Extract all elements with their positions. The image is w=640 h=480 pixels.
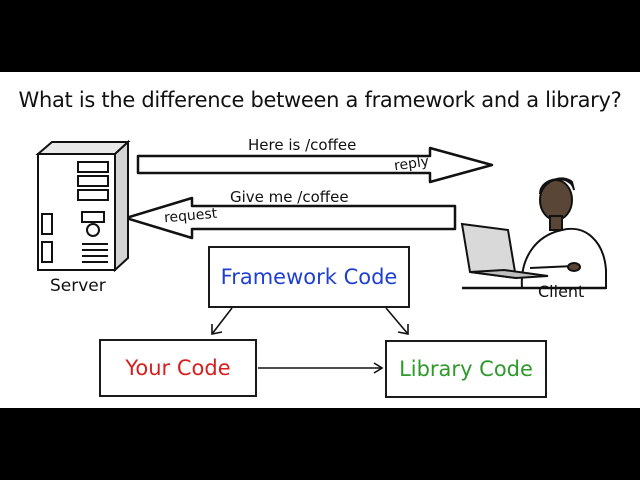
- library-code-box: Library Code: [385, 340, 547, 398]
- letterbox-bottom: [0, 408, 640, 480]
- your-code-box: Your Code: [99, 339, 257, 397]
- framework-code-label: Framework Code: [220, 265, 398, 289]
- framework-to-library-arrow: [385, 307, 409, 335]
- server-icon: [35, 139, 131, 273]
- library-code-label: Library Code: [399, 357, 533, 381]
- laptop-icon: [460, 222, 549, 280]
- your-code-to-library-arrow: [258, 362, 384, 374]
- reply-arrow: [136, 146, 494, 184]
- request-arrow-label: Give me /coffee: [230, 188, 349, 206]
- diagram-art: [35, 139, 607, 374]
- request-arrow: [124, 196, 457, 240]
- your-code-label: Your Code: [125, 356, 231, 380]
- framework-code-box: Framework Code: [208, 246, 410, 308]
- client-label: Client: [538, 282, 585, 301]
- letterbox-top: [0, 0, 640, 72]
- client-person-icon: [462, 177, 607, 290]
- slide: What is the difference between a framewo…: [0, 72, 640, 408]
- page-title: What is the difference between a framewo…: [18, 88, 622, 112]
- server-label: Server: [50, 276, 106, 296]
- reply-arrow-label: Here is /coffee: [248, 136, 357, 154]
- framework-to-your-code-arrow: [211, 307, 233, 335]
